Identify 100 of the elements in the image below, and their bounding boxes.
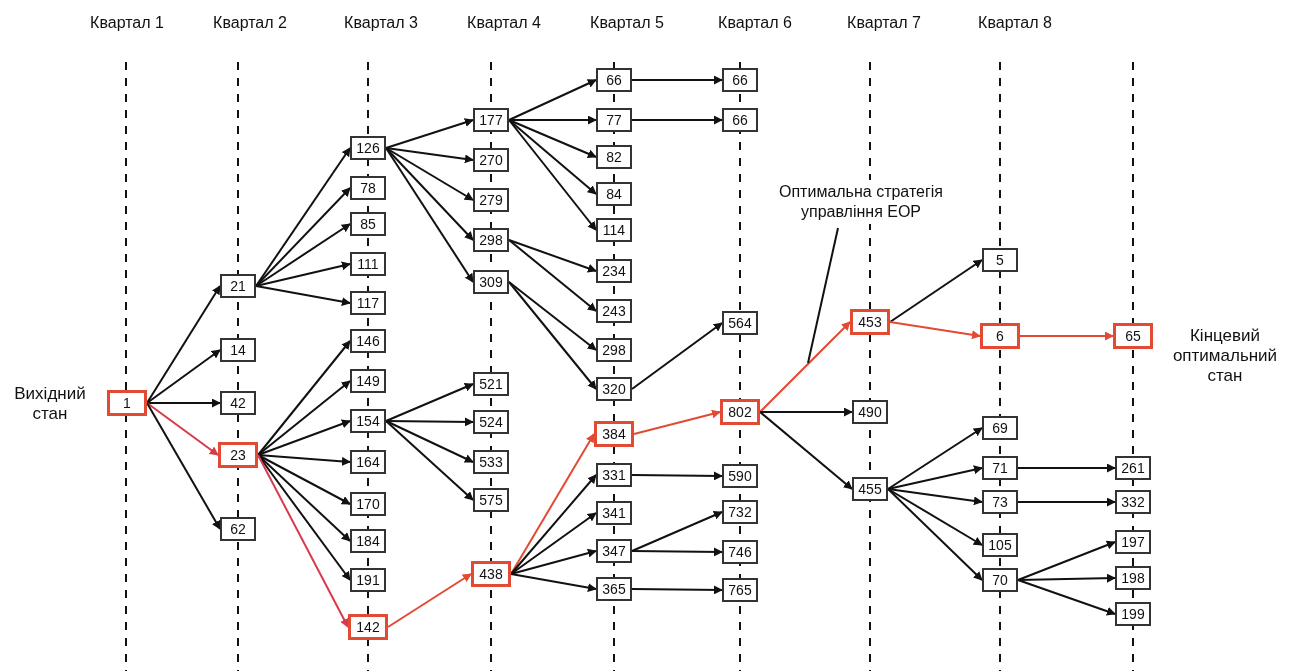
state-box <box>596 182 632 206</box>
state-box <box>218 442 258 468</box>
state-value: 524 <box>479 415 503 429</box>
state-value: 341 <box>602 506 626 520</box>
state-box <box>720 399 760 425</box>
quarter-header: Квартал 1 <box>90 14 164 32</box>
arrow <box>1017 540 1116 581</box>
state-value: 298 <box>479 233 503 247</box>
state-box <box>473 148 509 172</box>
arrow <box>510 548 597 575</box>
state-box <box>473 228 509 252</box>
state-box <box>596 539 632 563</box>
state-box <box>596 501 632 525</box>
arrow <box>385 147 474 201</box>
state-box <box>107 390 147 416</box>
state-value: 455 <box>858 482 882 496</box>
arrow <box>889 259 983 323</box>
quarter-header: Квартал 4 <box>467 14 541 32</box>
state-value: 5 <box>996 253 1004 267</box>
state-value: 199 <box>1121 607 1145 621</box>
state-box <box>982 533 1018 557</box>
state-value: 331 <box>602 468 626 482</box>
state-value: 66 <box>732 113 748 127</box>
arrow <box>887 427 983 490</box>
state-value: 66 <box>732 73 748 87</box>
arrow <box>257 454 351 466</box>
state-value: 746 <box>728 545 752 559</box>
state-box <box>1115 530 1151 554</box>
state-value: 154 <box>356 414 380 428</box>
state-box <box>220 338 256 362</box>
state-box <box>350 212 386 236</box>
state-box <box>473 372 509 396</box>
state-box <box>596 338 632 362</box>
arrow <box>1019 331 1114 341</box>
state-box <box>852 400 888 424</box>
state-value: 198 <box>1121 571 1145 585</box>
state-value: 309 <box>479 275 503 289</box>
state-value: 298 <box>602 343 626 357</box>
state-box <box>722 500 758 524</box>
state-value: 184 <box>356 534 380 548</box>
state-box <box>850 309 890 335</box>
state-value: 320 <box>602 382 626 396</box>
state-box <box>722 311 758 335</box>
state-box <box>473 488 509 512</box>
arrow <box>257 454 351 505</box>
state-value: 164 <box>356 455 380 469</box>
quarter-header: Квартал 3 <box>344 14 418 32</box>
arrow <box>146 349 221 404</box>
arrow <box>1017 497 1116 507</box>
state-value: 177 <box>479 113 503 127</box>
state-value: 77 <box>606 113 622 127</box>
state-value: 42 <box>230 396 246 410</box>
arrow <box>385 118 474 149</box>
state-value: 71 <box>992 461 1008 475</box>
state-value: 261 <box>1121 461 1145 475</box>
state-box <box>220 517 256 541</box>
state-value: 126 <box>356 141 380 155</box>
state-box <box>722 578 758 602</box>
state-value: 384 <box>602 427 626 441</box>
state-box <box>596 108 632 132</box>
state-box <box>982 248 1018 272</box>
state-box <box>982 456 1018 480</box>
arrow <box>759 321 851 413</box>
arrow <box>631 471 723 481</box>
state-box <box>594 421 634 447</box>
state-box <box>350 409 386 433</box>
arrow <box>633 409 721 435</box>
state-box <box>473 410 509 434</box>
state-value: 105 <box>988 538 1012 552</box>
arrow <box>508 239 597 273</box>
state-value: 85 <box>360 217 376 231</box>
state-box <box>596 577 632 601</box>
state-value: 114 <box>602 223 626 237</box>
state-box <box>982 490 1018 514</box>
state-value: 14 <box>230 343 246 357</box>
state-value: 62 <box>230 522 246 536</box>
arrow <box>146 285 221 404</box>
state-value: 23 <box>230 448 246 462</box>
arrow <box>385 147 474 164</box>
arrow <box>255 223 351 287</box>
arrow <box>257 454 349 628</box>
arrow <box>887 465 983 490</box>
state-value: 111 <box>357 257 379 271</box>
state-value: 142 <box>356 620 380 634</box>
arrow <box>508 115 597 125</box>
arrow <box>887 488 983 581</box>
state-value: 66 <box>606 73 622 87</box>
leader-line <box>807 227 839 364</box>
arrow <box>508 239 597 312</box>
state-value: 170 <box>356 497 380 511</box>
state-box <box>722 108 758 132</box>
state-box <box>596 463 632 487</box>
arrow <box>631 115 723 125</box>
state-box <box>1115 566 1151 590</box>
quarter-header: Квартал 6 <box>718 14 792 32</box>
state-box <box>852 477 888 501</box>
state-value: 84 <box>606 187 622 201</box>
state-value: 234 <box>602 264 626 278</box>
state-box <box>473 450 509 474</box>
state-box <box>350 252 386 276</box>
